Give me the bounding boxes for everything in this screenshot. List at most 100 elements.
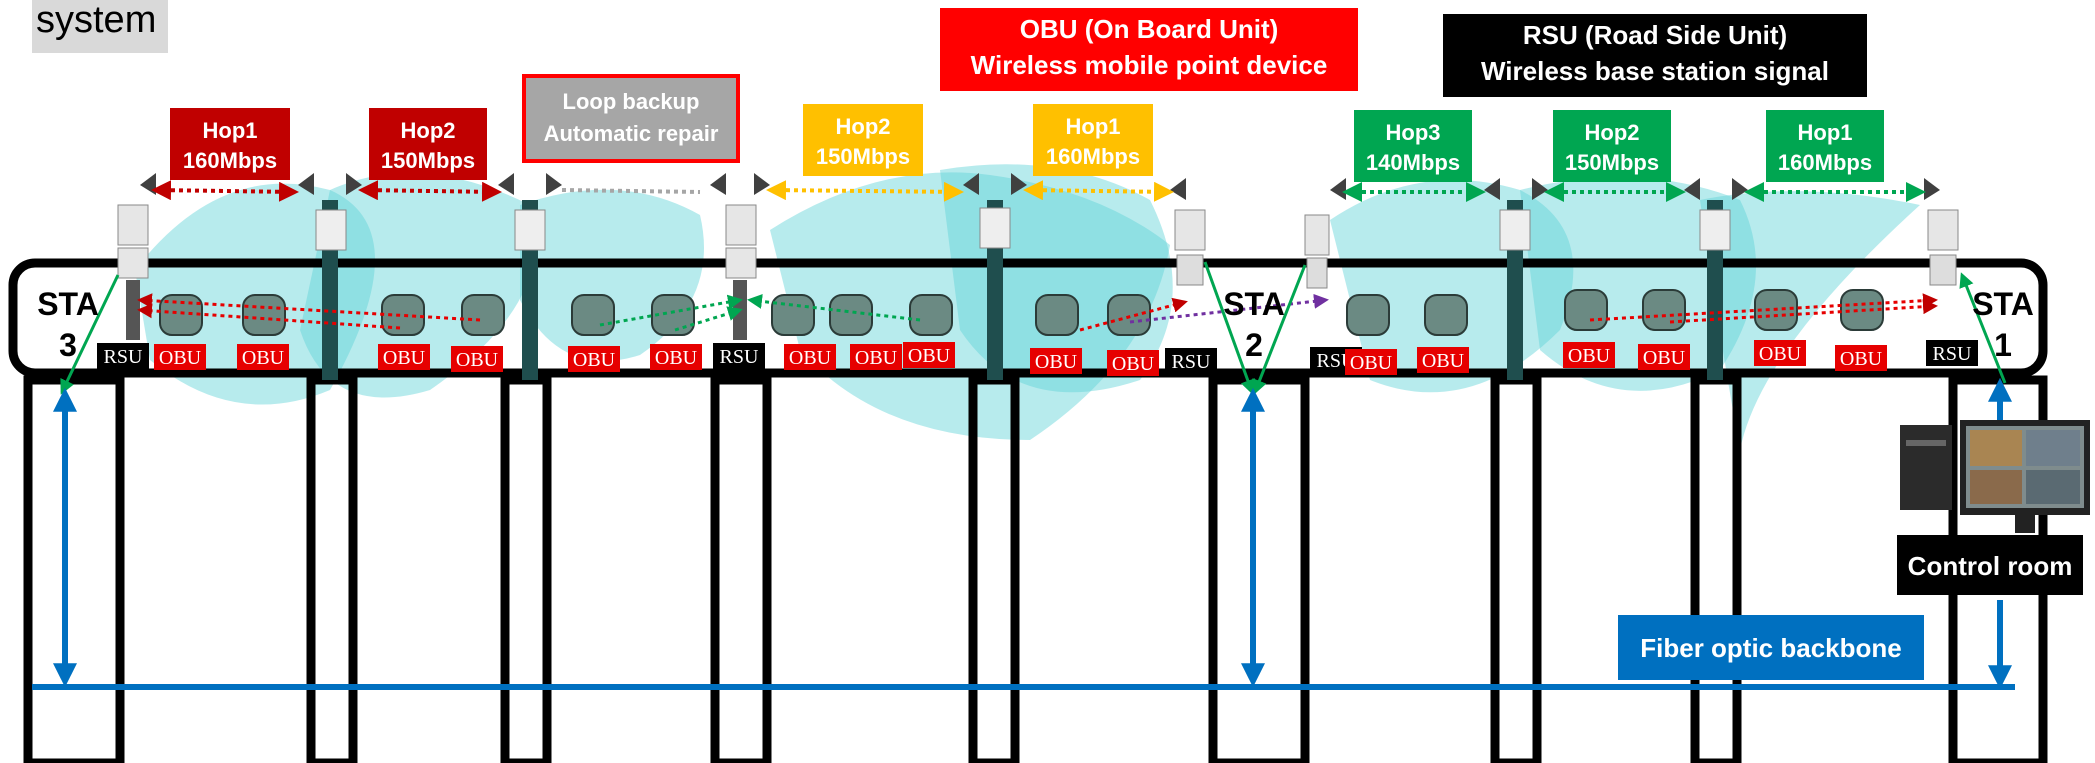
obu-tag-box bbox=[784, 344, 836, 370]
hop-rate: 140Mbps bbox=[1366, 150, 1460, 175]
gondola bbox=[1035, 294, 1079, 336]
gondola bbox=[1424, 294, 1468, 336]
rsu-tag: RSU bbox=[1172, 351, 1211, 373]
antenna-icon bbox=[1684, 178, 1700, 200]
station-2-number: 2 bbox=[1245, 327, 1263, 363]
rsu-tag-box bbox=[97, 343, 149, 369]
gondolas bbox=[159, 289, 1884, 336]
hop-name: Hop2 bbox=[836, 114, 891, 139]
obu-tag: OBU bbox=[1759, 343, 1802, 365]
hop-rate: 160Mbps bbox=[183, 148, 277, 173]
obu-tag: OBU bbox=[789, 347, 832, 369]
obu-tag: OBU bbox=[159, 347, 202, 369]
gondola bbox=[461, 294, 505, 336]
obu-tag-box bbox=[568, 346, 620, 372]
station-3-label: STA bbox=[37, 286, 99, 322]
obu-tag-box bbox=[1417, 347, 1469, 373]
obu-tag: OBU bbox=[1350, 352, 1393, 374]
rsu-tag: RSU bbox=[104, 346, 143, 368]
control-room-box bbox=[1897, 535, 2083, 595]
obu-tag-box bbox=[451, 346, 503, 372]
obu-tag-box bbox=[903, 342, 955, 368]
antenna-icon bbox=[1011, 173, 1027, 195]
obu-unit-1 bbox=[315, 209, 347, 251]
rsu-unit-sta3 bbox=[117, 204, 149, 340]
hop-links bbox=[151, 180, 1926, 202]
hop-rate: 160Mbps bbox=[1778, 150, 1872, 175]
gondola-link bbox=[1079, 297, 1188, 332]
hop-name: Hop3 bbox=[1386, 120, 1441, 145]
obu-tag: OBU bbox=[855, 347, 898, 369]
obu-tag: OBU bbox=[1568, 345, 1611, 367]
rsu-tag: RSU bbox=[720, 346, 759, 368]
hop-box bbox=[1553, 110, 1671, 182]
hop-name: Hop1 bbox=[203, 118, 258, 143]
rsu-legend-line1: RSU (Road Side Unit) bbox=[1523, 20, 1787, 50]
obu-legend-box bbox=[940, 8, 1358, 91]
obu-tag-box bbox=[1754, 340, 1806, 366]
obu-tag-box bbox=[650, 344, 702, 370]
obu-tag-box bbox=[154, 344, 206, 370]
hop-name: Hop2 bbox=[1585, 120, 1640, 145]
hop-boxes: Hop1 160Mbps Hop2 150Mbps Hop2 150Mbps Hop1 160… bbox=[170, 104, 1884, 182]
obu-tag: OBU bbox=[383, 347, 426, 369]
hop-rate: 150Mbps bbox=[1565, 150, 1659, 175]
gondola bbox=[159, 294, 203, 336]
hop-link bbox=[561, 188, 701, 194]
hop-box bbox=[1033, 104, 1153, 176]
obu-tag-box bbox=[1563, 342, 1615, 368]
station-2-label: STA bbox=[1223, 286, 1285, 322]
antenna-icon bbox=[298, 173, 314, 195]
hop-rate: 150Mbps bbox=[816, 144, 910, 169]
title-fragment-bg bbox=[32, 0, 168, 53]
gondola bbox=[651, 294, 695, 336]
fiber-backbone-label: Fiber optic backbone bbox=[1640, 633, 1902, 663]
cable-track-band bbox=[8, 258, 2048, 378]
obu-tag: OBU bbox=[573, 349, 616, 371]
antenna-icon bbox=[1732, 178, 1748, 200]
rsu-tag: RSU bbox=[1933, 343, 1972, 365]
obu-tag: OBU bbox=[1840, 348, 1883, 370]
rsu-unit-sta2a bbox=[1174, 209, 1206, 286]
gondola bbox=[1642, 289, 1686, 331]
hop-name: Hop2 bbox=[401, 118, 456, 143]
obu-tag: OBU bbox=[1422, 350, 1465, 372]
hop-name: Hop1 bbox=[1798, 120, 1853, 145]
gondola bbox=[909, 294, 953, 336]
obu-tag: OBU bbox=[1112, 353, 1155, 375]
antenna-icon bbox=[346, 173, 362, 195]
obu-tag: OBU bbox=[456, 349, 499, 371]
obu-tag-box bbox=[1638, 344, 1690, 370]
obu-tag-box bbox=[1835, 345, 1887, 371]
obu-tag-box bbox=[1107, 350, 1159, 376]
mast-units bbox=[117, 204, 1959, 340]
gondola-links bbox=[137, 293, 1938, 332]
obu-tag-box bbox=[237, 344, 289, 370]
obu-unit-5 bbox=[1699, 209, 1731, 251]
loop-backup-line1: Loop backup bbox=[563, 89, 700, 114]
gondola-link bbox=[137, 303, 401, 330]
obu-tag-box bbox=[1030, 348, 1082, 374]
gondola-link bbox=[674, 306, 743, 332]
gondola bbox=[1107, 294, 1151, 336]
hop-rate: 150Mbps bbox=[381, 148, 475, 173]
obu-unit-2 bbox=[514, 209, 546, 251]
obu-tag-box bbox=[850, 344, 902, 370]
gondola bbox=[1346, 294, 1390, 336]
rsu-legend-line2: Wireless base station signal bbox=[1481, 56, 1829, 86]
obu-tag-box bbox=[1345, 349, 1397, 375]
obu-tag: OBU bbox=[1035, 351, 1078, 373]
hop-link bbox=[358, 180, 502, 202]
control-room-label: Control room bbox=[1908, 551, 2073, 581]
hop-box bbox=[1766, 110, 1884, 182]
obu-tag: OBU bbox=[242, 347, 285, 369]
antenna-icon bbox=[1532, 178, 1548, 200]
antenna-icon bbox=[1484, 178, 1500, 200]
antenna-icon bbox=[754, 173, 770, 195]
gondola-link bbox=[137, 293, 481, 322]
fiber-backbone-box bbox=[1618, 615, 1924, 680]
loop-backup-box bbox=[522, 74, 740, 163]
fiber-backbone-lines bbox=[32, 377, 2015, 690]
